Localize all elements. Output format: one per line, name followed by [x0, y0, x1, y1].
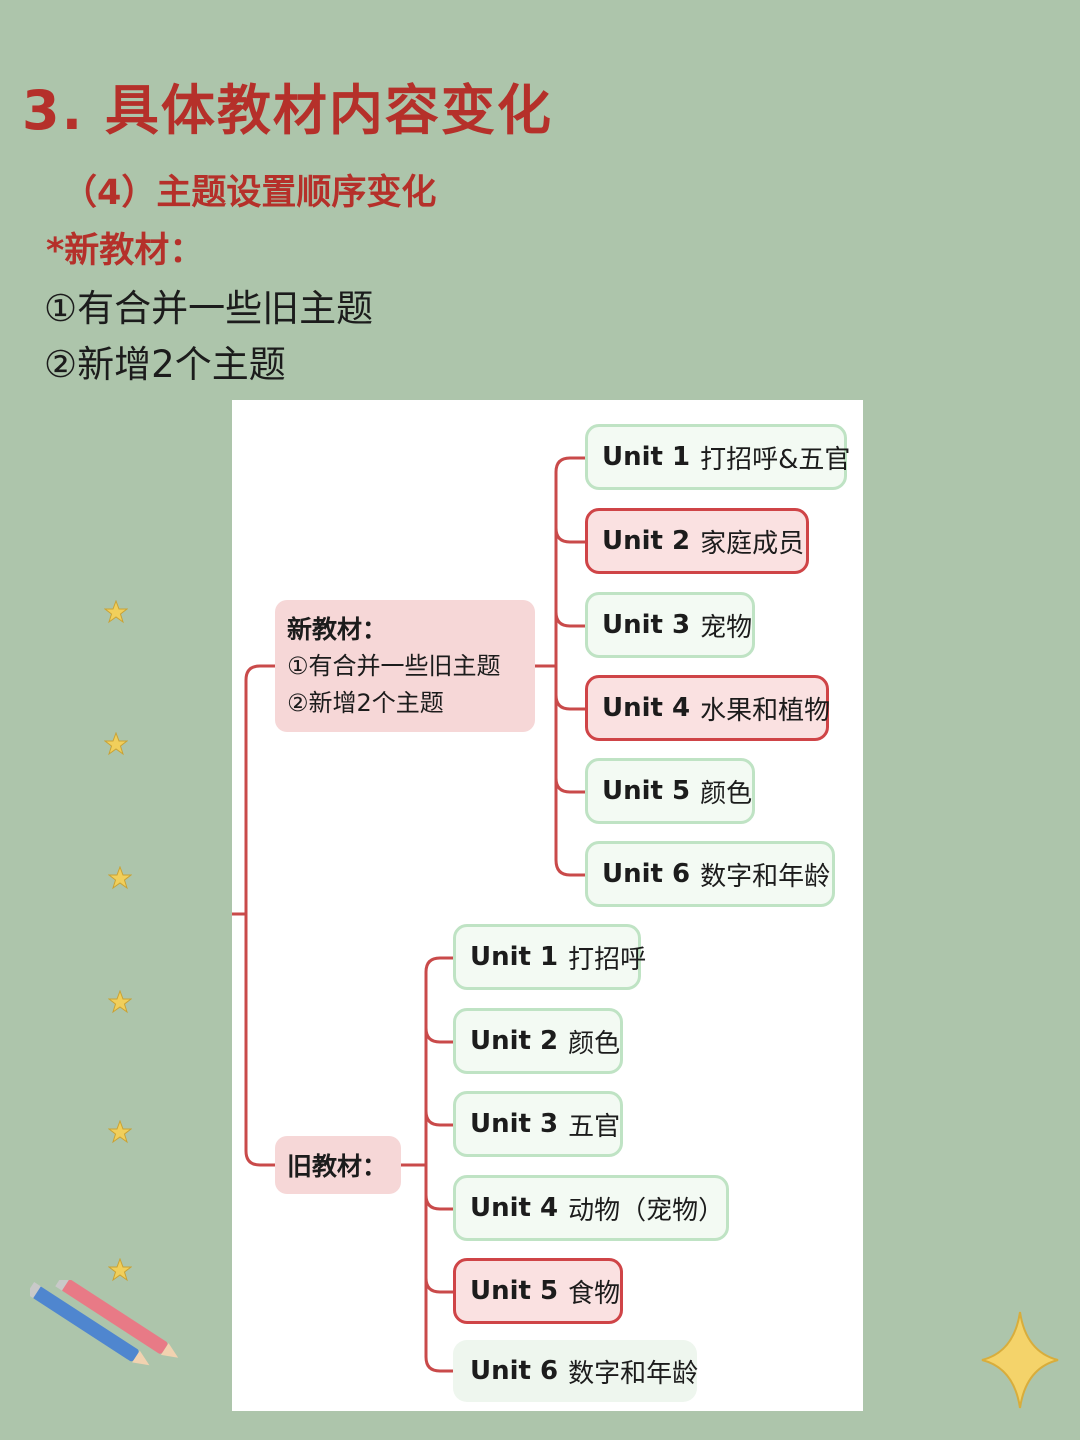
- unit-number: Unit 4: [602, 693, 690, 723]
- branch-to-new: [246, 666, 275, 680]
- old-unit-3: Unit 3 五官: [453, 1091, 623, 1157]
- unit-topic: 水果和植物: [700, 690, 830, 727]
- unit-topic: 数字和年龄: [568, 1353, 698, 1390]
- branch-new-3: [556, 612, 585, 626]
- unit-topic: 颜色: [568, 1023, 620, 1060]
- branch-old-6: [426, 1357, 453, 1371]
- branch-old-1: [426, 958, 453, 972]
- old-unit-5: Unit 5 食物: [453, 1258, 623, 1324]
- page-title: 3. 具体教材内容变化: [22, 66, 553, 145]
- category-new-line-1: ①有合并一些旧主题: [287, 648, 523, 685]
- unit-number: Unit 2: [470, 1026, 558, 1056]
- sparkle-star-icon: [980, 1310, 1060, 1410]
- branch-to-old: [246, 680, 275, 1165]
- branch-new-5: [556, 778, 585, 792]
- category-old-textbook: 旧教材：: [275, 1136, 401, 1194]
- star-icon: [108, 990, 132, 1014]
- unit-topic: 食物: [568, 1273, 620, 1310]
- old-unit-2: Unit 2 颜色: [453, 1008, 623, 1074]
- branch-new-6: [556, 860, 585, 875]
- category-new-title: 新教材：: [287, 612, 523, 648]
- star-icon: [108, 866, 132, 890]
- unit-topic: 动物（宠物）: [568, 1190, 724, 1227]
- branch-old-2: [426, 1028, 453, 1042]
- unit-topic: 数字和年龄: [700, 856, 830, 893]
- unit-topic: 打招呼: [568, 939, 646, 976]
- old-unit-4: Unit 4 动物（宠物）: [453, 1175, 729, 1241]
- point-add-new-topics: ②新增2个主题: [44, 334, 286, 388]
- mindmap-panel: 新教材： ①有合并一些旧主题 ②新增2个主题 旧教材： Unit 1 打招呼&五官…: [232, 400, 863, 1411]
- unit-number: Unit 3: [602, 610, 690, 640]
- branch-new-4: [556, 695, 585, 709]
- category-new-textbook: 新教材： ①有合并一些旧主题 ②新增2个主题: [275, 600, 535, 732]
- branch-old-3: [426, 1111, 453, 1125]
- new-unit-3: Unit 3 宠物: [585, 592, 755, 658]
- star-icon: [108, 1120, 132, 1144]
- branch-new-2: [556, 528, 585, 542]
- new-unit-5: Unit 5 颜色: [585, 758, 755, 824]
- new-unit-2: Unit 2 家庭成员: [585, 508, 809, 574]
- unit-number: Unit 1: [470, 942, 558, 972]
- unit-number: Unit 6: [470, 1356, 558, 1386]
- star-icon: [104, 732, 128, 756]
- category-old-title: 旧教材：: [287, 1147, 387, 1183]
- unit-number: Unit 5: [602, 776, 690, 806]
- unit-number: Unit 4: [470, 1193, 558, 1223]
- new-unit-4: Unit 4 水果和植物: [585, 675, 829, 741]
- new-unit-1: Unit 1 打招呼&五官: [585, 424, 847, 490]
- category-new-line-2: ②新增2个主题: [287, 685, 523, 722]
- unit-topic: 颜色: [700, 773, 752, 810]
- star-icon: [108, 1258, 132, 1282]
- branch-old-5: [426, 1278, 453, 1292]
- section-subtitle: （4）主题设置顺序变化: [62, 164, 436, 215]
- unit-number: Unit 6: [602, 859, 690, 889]
- unit-topic: 家庭成员: [700, 523, 804, 560]
- old-unit-6: Unit 6 数字和年龄: [453, 1340, 697, 1402]
- branch-old-4: [426, 1195, 453, 1209]
- star-icon: [104, 600, 128, 624]
- branch-new-1: [556, 458, 585, 472]
- pencils-icon: [30, 1280, 180, 1400]
- unit-number: Unit 1: [602, 442, 690, 472]
- new-textbook-label: *新教材：: [46, 222, 204, 273]
- unit-topic: 打招呼&五官: [700, 439, 850, 476]
- point-merge-old-topics: ①有合并一些旧主题: [44, 278, 373, 332]
- unit-number: Unit 5: [470, 1276, 558, 1306]
- new-unit-6: Unit 6 数字和年龄: [585, 841, 835, 907]
- unit-topic: 宠物: [700, 607, 752, 644]
- unit-topic: 五官: [568, 1106, 620, 1143]
- unit-number: Unit 2: [602, 526, 690, 556]
- unit-number: Unit 3: [470, 1109, 558, 1139]
